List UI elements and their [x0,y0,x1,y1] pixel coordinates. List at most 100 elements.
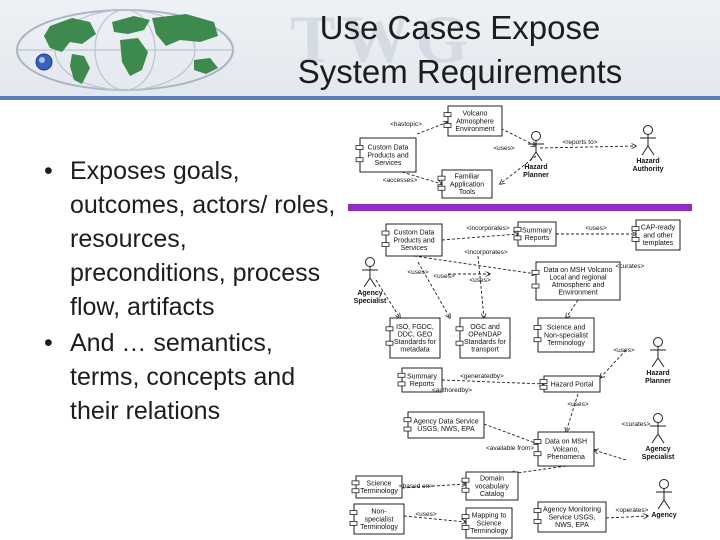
diagram-box-label: Reports [410,381,435,388]
actor-head [653,337,663,347]
relation-arrow [539,146,636,148]
diagram-box-label: Phenomena [547,454,585,461]
diagram-box-label: Summary [522,228,552,235]
diagram-box-label: Service USGS, [548,514,595,521]
relation-arrow [566,393,579,432]
component-tab [351,480,360,486]
diagram-box-label: Domain [480,476,504,483]
diagram-box [355,475,403,499]
component-tab [455,340,464,346]
relation-arrow [600,349,627,378]
component-tab [355,157,364,163]
relation-label: <incorporates> [464,249,508,256]
diagram-box-label: Standards for [394,339,437,346]
relation-label: <based on> [399,483,434,490]
relation-arrow [401,484,466,489]
world-map-globe-icon [16,9,234,91]
diagram-box-label: Reports [525,235,550,242]
component-tab [531,269,540,275]
actor-stick-figure [656,488,672,510]
diagram-box [535,261,621,301]
component-tab [539,384,548,390]
header-divider [0,96,720,100]
relation-arrow [605,516,648,518]
component-tab [403,417,412,423]
relation-arrow [416,122,448,135]
component-tab [351,488,360,494]
slide-title: Use Cases Expose System Requirements [250,6,670,94]
relation-label: <uses> [407,269,429,276]
diagram-box-label: Mapping to [472,513,507,520]
relation-arrow [401,171,442,184]
relation-arrow [483,423,538,444]
relation-label: <hastopic> [390,121,422,128]
relation-arrow [375,279,400,318]
relation-label: <uses> [585,225,607,232]
diagram-box-label: OPeNDAP [468,332,502,339]
relation-label: <operates> [616,507,649,514]
component-tab [461,524,470,530]
actor-label: Hazard [646,370,669,377]
diagram-box-label: Non-specialist [544,332,588,339]
diagram-box [537,501,607,533]
diagram-box [465,471,519,501]
relation-arrow [477,255,484,318]
component-tab [397,381,406,387]
diagram-box-label: Services [401,245,428,252]
diagram-box-label: Non- [371,509,387,516]
component-tab [385,340,394,346]
component-tab [455,326,464,332]
component-tab [443,112,452,118]
component-tab [539,379,548,384]
component-tab [461,487,470,493]
actor-label: Hazard [524,164,547,171]
component-tab [349,510,358,516]
diagram-box-label: USGS, NWS, EPA [417,426,475,433]
actor-label: Planner [645,378,671,385]
diagram-box-label: Data on MSH Volcano [544,267,613,274]
component-tab [397,372,406,378]
diagram-box-label: CAP-ready [641,225,676,232]
diagram-box [517,221,557,247]
component-tab [533,508,542,514]
diagram-actors: HazardPlannerHazardAuthorityAgencySpecia… [354,125,677,519]
component-tab [355,145,364,150]
diagram-box-label: Terminology [470,528,508,535]
bullet-item: And … semantics, terms, concepts and the… [42,326,342,428]
diagram-box-label: Agency Monitoring [543,507,601,514]
relation-arrow [417,261,450,318]
diagram-box-label: Products and [393,237,434,244]
diagram-box-label: Science [367,481,392,488]
diagram-box-label: Atmosphere [456,118,494,125]
component-tab [349,520,358,526]
diagram-box-label: Volcano, [553,446,580,453]
slide-header: TWG Use Cases Expose System Requirements [0,0,720,98]
component-tab [531,283,540,289]
diagram-box-label: Atmospheric and [552,282,605,289]
diagram-box-label: OGC and [470,324,500,331]
diagram-box-label: specialist [365,516,394,523]
relation-arrow [403,515,466,522]
relation-arrow [441,379,544,384]
actor-stick-figure [650,422,666,444]
diagram-box-label: Familiar [455,174,481,181]
diagram-box [385,223,443,257]
relation-arrow [441,234,518,241]
component-tab [381,230,390,236]
diagram-lines [375,122,648,522]
actor-head [653,413,663,423]
diagram-relations: <hastopic><reports to><uses><accesses><i… [383,121,651,518]
diagram-box [537,431,595,467]
diagram-box-label: NWS, EPA [555,522,589,529]
relation-arrow [510,465,567,474]
actor-head [659,479,669,489]
diagram-box [353,503,405,535]
diagram-box [441,169,493,199]
diagram-box-label: Science [477,520,502,527]
actor-stick-figure [528,140,544,162]
actor-label: Specialist [642,454,675,461]
bullet-item: Exposes goals, outcomes, actors/ roles, … [42,154,342,324]
component-tab [533,337,542,343]
diagram-box [465,507,513,539]
